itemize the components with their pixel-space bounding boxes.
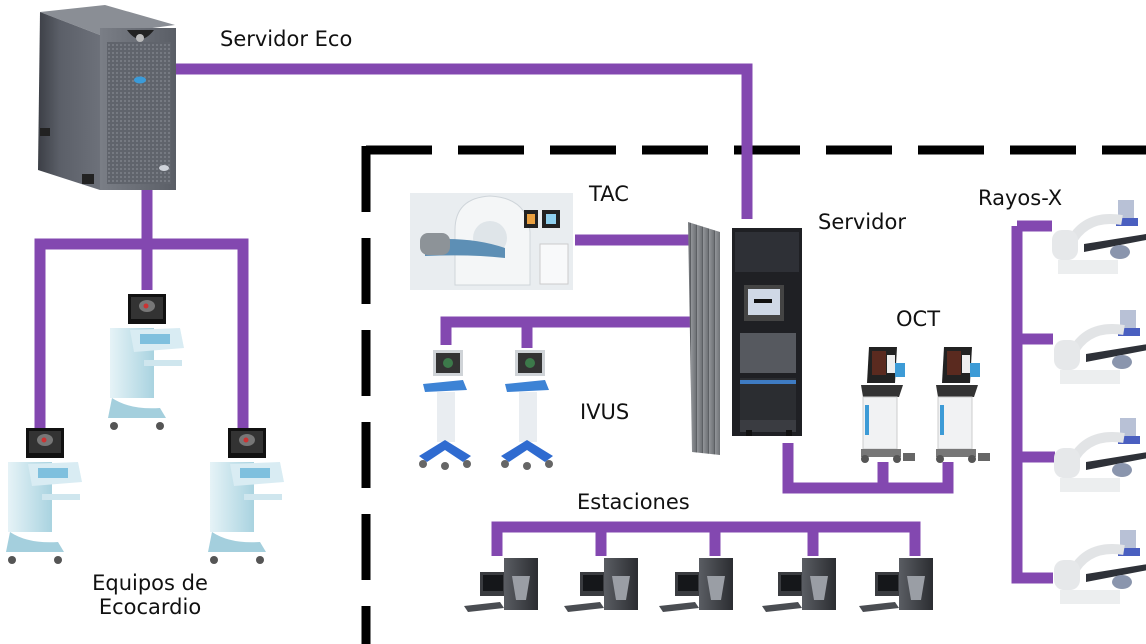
rayos-x-c-arm-icon[interactable] bbox=[1052, 200, 1146, 274]
network-links bbox=[34, 63, 1055, 584]
link-servidor-to-oct bbox=[782, 443, 954, 494]
ecocardio-cart-icon[interactable] bbox=[6, 428, 82, 564]
oct-cart-icon[interactable] bbox=[936, 347, 990, 463]
label-equipos-line2: Ecocardio bbox=[98, 595, 202, 620]
estacion-workstation-icon[interactable] bbox=[762, 558, 836, 612]
estacion-workstation-icon[interactable] bbox=[564, 558, 638, 612]
link-servidor-eco-to-servidor bbox=[175, 63, 753, 219]
label-equipos-ecocardio: Equipos de Ecocardio bbox=[80, 571, 220, 619]
link-servidor-eco-to-ecocardio bbox=[34, 188, 249, 430]
label-ivus: IVUS bbox=[580, 400, 630, 424]
label-servidor-eco: Servidor Eco bbox=[220, 27, 353, 51]
estacion-workstation-icon[interactable] bbox=[859, 558, 933, 612]
ecocardio-cart-icon[interactable] bbox=[108, 294, 184, 430]
label-equipos-line1: Equipos de bbox=[92, 571, 208, 595]
label-tac: TAC bbox=[589, 182, 629, 206]
hospital-network-boundary bbox=[361, 145, 1146, 644]
ivus-cart-icon[interactable] bbox=[501, 350, 553, 470]
link-rayos-x-bus bbox=[1011, 220, 1055, 584]
oct-cart-icon[interactable] bbox=[861, 347, 915, 463]
estacion-workstation-icon[interactable] bbox=[464, 558, 538, 612]
tac-scanner-icon[interactable] bbox=[410, 193, 573, 290]
rayos-x-c-arm-icon[interactable] bbox=[1054, 530, 1146, 604]
label-servidor: Servidor bbox=[818, 210, 906, 234]
link-servidor-to-ivus bbox=[440, 316, 690, 348]
label-oct: OCT bbox=[896, 307, 941, 331]
servidor-rack-icon[interactable] bbox=[688, 222, 802, 455]
label-rayos-x: Rayos-X bbox=[978, 186, 1063, 210]
rayos-x-c-arm-icon[interactable] bbox=[1054, 418, 1146, 492]
label-estaciones: Estaciones bbox=[577, 490, 690, 514]
estacion-workstation-icon[interactable] bbox=[659, 558, 733, 612]
ecocardio-cart-icon[interactable] bbox=[208, 428, 284, 564]
ivus-cart-icon[interactable] bbox=[419, 350, 471, 470]
link-servidor-to-estaciones bbox=[491, 521, 921, 556]
servidor-eco-icon[interactable] bbox=[38, 5, 176, 190]
rayos-x-c-arm-icon[interactable] bbox=[1054, 310, 1146, 384]
